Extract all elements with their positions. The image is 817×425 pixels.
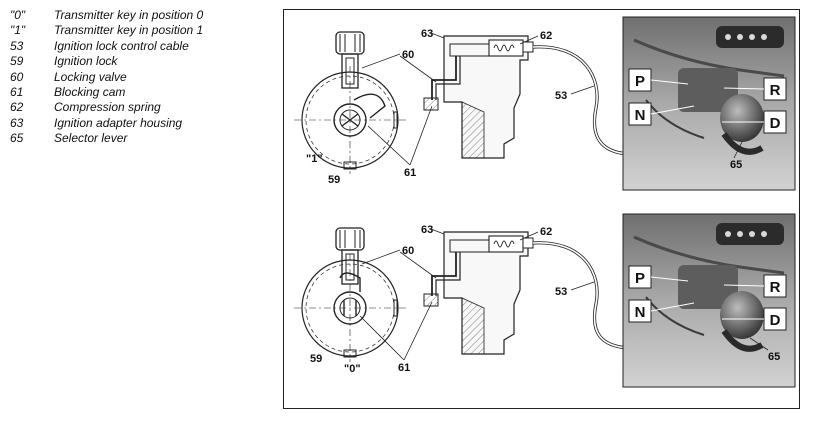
- gear-p: P: [635, 270, 645, 287]
- selector-photo-top: [622, 16, 796, 191]
- legend-text: Blocking cam: [54, 85, 126, 100]
- legend-item: 60 Locking valve: [10, 70, 203, 85]
- label-63: 63: [421, 28, 433, 40]
- label-65: 65: [730, 159, 742, 171]
- legend-text: Locking valve: [54, 69, 127, 84]
- legend-item: 65 Selector lever: [10, 131, 203, 146]
- label-63: 63: [421, 224, 433, 236]
- control-cable-53-top: [532, 45, 629, 156]
- legend-code: 61: [10, 85, 24, 100]
- gear-labels-top: P R N D: [628, 68, 787, 134]
- gear-d: D: [770, 115, 781, 132]
- leaders-top: [361, 32, 743, 166]
- label-53: 53: [555, 286, 567, 298]
- legend-text: Ignition adapter housing: [54, 115, 183, 130]
- label-65: 65: [768, 351, 780, 363]
- legend-item: "0" Transmitter key in position 0: [10, 8, 203, 23]
- label-59: 59: [310, 353, 322, 365]
- label-62: 62: [540, 226, 552, 238]
- gear-labels-bottom: P R N D: [628, 265, 787, 331]
- legend-list: "0" Transmitter key in position 0 "1" Tran…: [10, 8, 203, 147]
- gear-p: P: [635, 73, 645, 90]
- legend-text: Selector lever: [54, 131, 128, 146]
- adapter-housing-63: [423, 35, 534, 159]
- label-53: 53: [555, 90, 567, 102]
- legend-item: 61 Blocking cam: [10, 85, 203, 100]
- bottom-panel: [294, 213, 796, 388]
- legend-text: Ignition lock: [54, 54, 118, 69]
- transmitter-key-bottom: [335, 227, 365, 285]
- ignition-lock-59: [294, 66, 406, 174]
- legend-code: 62: [10, 100, 24, 115]
- label-key-position: "0": [344, 363, 361, 375]
- figure-frame: 63 62 60 53 61 59 "1" 65 P R N D 63 62 6…: [283, 9, 800, 409]
- top-panel: [294, 16, 796, 191]
- legend-code: "0": [10, 8, 26, 22]
- gear-d: D: [770, 312, 781, 329]
- legend-text: Transmitter key in position 1: [54, 23, 204, 38]
- leaders-bottom: [359, 228, 769, 361]
- adapter-housing-63: [423, 231, 534, 355]
- gear-n: N: [635, 304, 646, 321]
- transmitter-key-top: [335, 31, 365, 89]
- legend-text: Transmitter key in position 0: [54, 8, 204, 22]
- gear-r: R: [770, 279, 781, 296]
- legend-code: "1": [10, 23, 26, 38]
- legend-text: Compression spring: [54, 100, 161, 115]
- legend-code: 65: [10, 131, 24, 146]
- label-61: 61: [404, 167, 416, 179]
- label-60: 60: [402, 49, 414, 61]
- legend-item: 63 Ignition adapter housing: [10, 116, 203, 131]
- legend-item: 59 Ignition lock: [10, 54, 203, 69]
- label-62: 62: [540, 30, 552, 42]
- label-60: 60: [402, 245, 414, 257]
- legend-code: 53: [10, 38, 24, 53]
- legend-text: Ignition lock control cable: [54, 38, 189, 53]
- control-cable-53-bottom: [532, 241, 629, 350]
- label-key-position: "1": [306, 153, 323, 165]
- selector-photo-bottom: [622, 213, 796, 388]
- legend-code: 59: [10, 54, 24, 69]
- legend-item: 62 Compression spring: [10, 100, 203, 115]
- legend-item: 53 Ignition lock control cable: [10, 39, 203, 54]
- label-61: 61: [398, 362, 410, 374]
- gear-r: R: [770, 82, 781, 99]
- label-59: 59: [328, 174, 340, 186]
- legend-code: 60: [10, 69, 24, 84]
- gear-n: N: [635, 107, 646, 124]
- ignition-lock-59: [294, 254, 406, 362]
- legend-item: "1" Transmitter key in position 1: [10, 23, 203, 38]
- ignition-diagram: 63 62 60 53 61 59 "1" 65 P R N D 63 62 6…: [294, 16, 796, 388]
- legend-code: 63: [10, 115, 24, 130]
